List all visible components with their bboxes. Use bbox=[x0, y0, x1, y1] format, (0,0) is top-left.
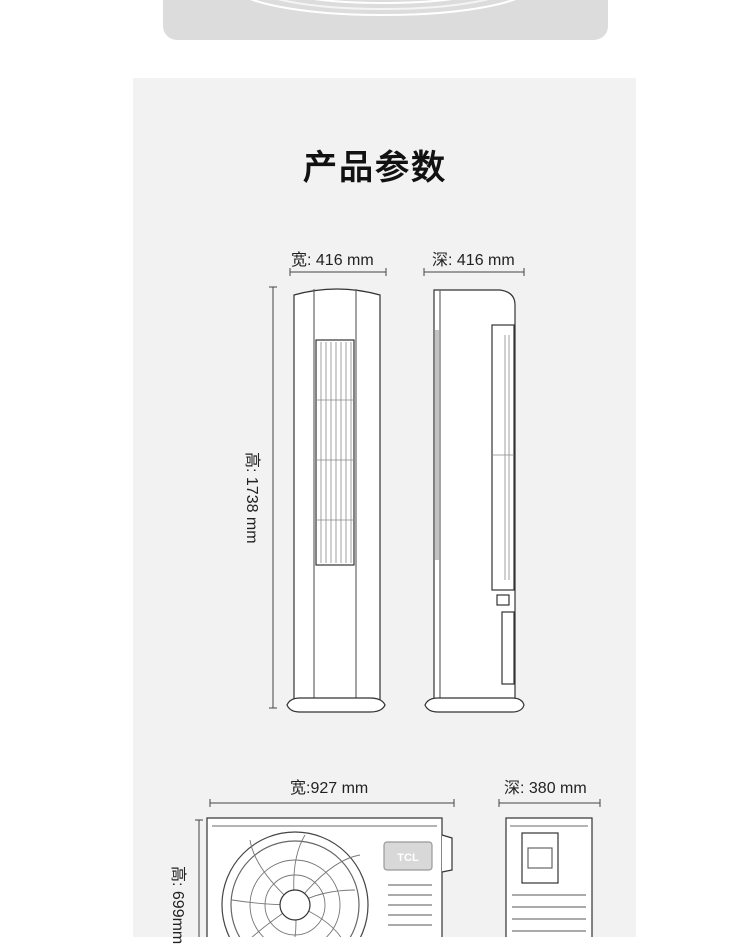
indoor-depth-dimension-line bbox=[423, 268, 525, 276]
top-card-graphic bbox=[250, 0, 516, 16]
indoor-depth-label: 深: 416 mm bbox=[432, 252, 515, 269]
page-title: 产品参数 bbox=[303, 148, 447, 188]
indoor-height-dimension-line bbox=[269, 286, 277, 709]
indoor-width-dimension-line bbox=[289, 268, 387, 276]
spec-panel bbox=[133, 78, 636, 937]
outdoor-height-dimension-line bbox=[195, 819, 203, 937]
top-image-card bbox=[163, 0, 608, 40]
outdoor-depth-label: 深: 380 mm bbox=[504, 780, 587, 797]
outdoor-brand-logo: TCL bbox=[397, 852, 419, 864]
indoor-width-label: 宽: 416 mm bbox=[291, 252, 374, 269]
outdoor-width-dimension-line bbox=[209, 799, 455, 807]
outdoor-unit-front-view bbox=[206, 817, 453, 937]
outdoor-width-label: 宽:927 mm bbox=[290, 780, 369, 797]
outdoor-depth-dimension-line bbox=[498, 799, 601, 807]
outdoor-unit-side-view bbox=[505, 817, 593, 937]
indoor-unit-side-view bbox=[424, 289, 525, 713]
indoor-unit-front-view bbox=[286, 288, 386, 713]
outdoor-vent-lines bbox=[388, 884, 432, 926]
